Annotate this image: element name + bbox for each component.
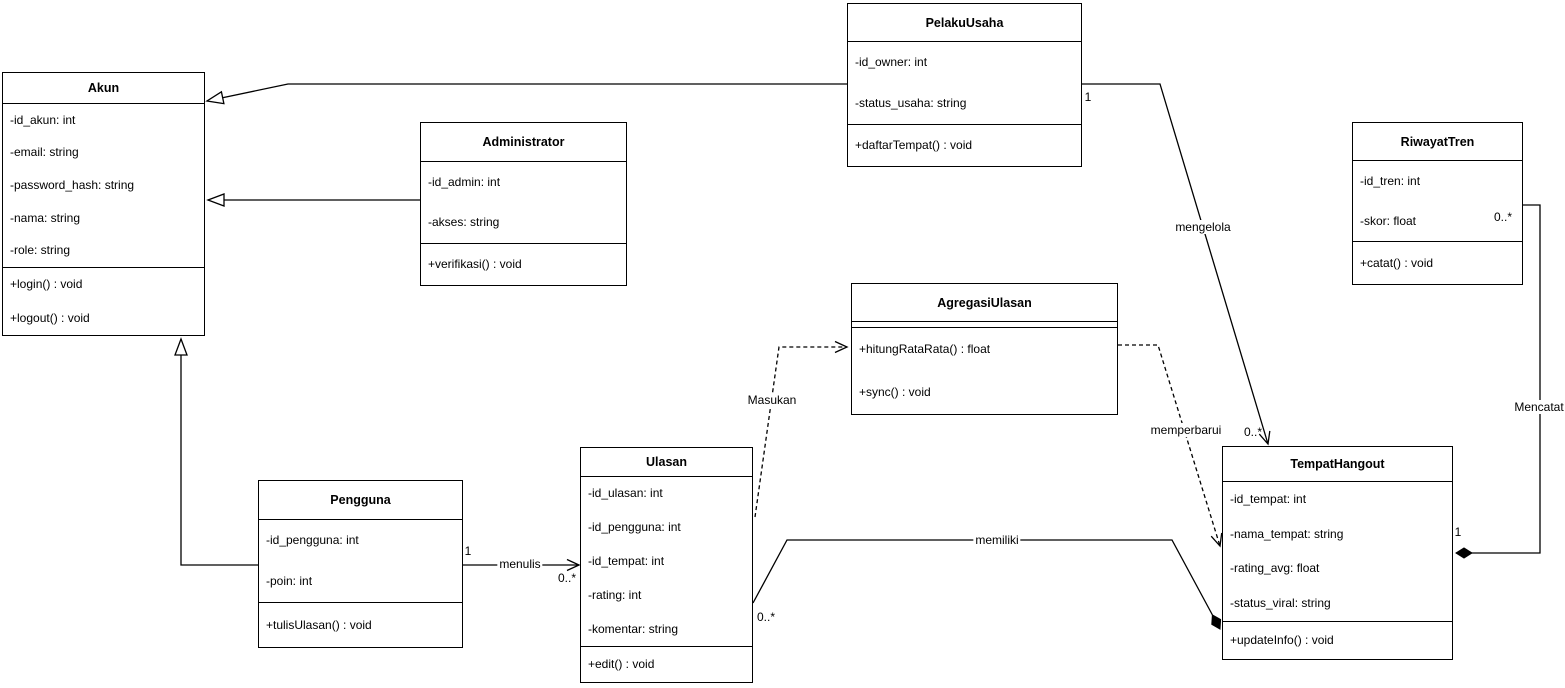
class-method: +daftarTempat() : void bbox=[855, 138, 973, 152]
attributes-compartment: -id_tren: int -skor: float bbox=[1353, 160, 1522, 241]
class-attribute: -rating: int bbox=[588, 587, 642, 602]
class-title: TempatHangout bbox=[1290, 457, 1385, 471]
class-attribute: -role: string bbox=[10, 243, 71, 258]
class-title: AgregasiUlasan bbox=[937, 295, 1032, 310]
class-attribute: -status_usaha: string bbox=[855, 96, 967, 110]
class-title: Akun bbox=[87, 81, 120, 95]
attributes-compartment-empty bbox=[852, 321, 1117, 327]
class-method: +sync() : void bbox=[859, 385, 931, 399]
class-administrator[interactable]: Administrator -id_admin: int -akses: str… bbox=[420, 122, 627, 286]
class-method: +edit() : void bbox=[588, 657, 655, 671]
methods-compartment: +catat() : void bbox=[1353, 241, 1522, 284]
edge-generalization-pelakuusaha-akun[interactable] bbox=[205, 83, 847, 105]
attributes-compartment: -id_admin: int -akses: string bbox=[421, 161, 626, 243]
class-method: +updateInfo() : void bbox=[1230, 633, 1334, 647]
class-akun[interactable]: Akun -id_akun: int -email: string -passw… bbox=[2, 72, 205, 336]
class-attribute: -email: string bbox=[10, 145, 79, 160]
class-title: RiwayatTren bbox=[1400, 134, 1475, 149]
class-attribute: -komentar: string bbox=[588, 621, 679, 636]
methods-compartment: +tulisUlasan() : void bbox=[259, 602, 462, 647]
class-method: +catat() : void bbox=[1360, 255, 1434, 270]
edge-generalization-pengguna-akun[interactable] bbox=[174, 337, 258, 566]
multiplicity-menulis-target: 0..* bbox=[557, 571, 577, 585]
attributes-compartment: -id_owner: int -status_usaha: string bbox=[848, 41, 1081, 124]
class-attribute: -id_admin: int bbox=[428, 174, 501, 189]
edge-dependency-masukan[interactable] bbox=[754, 340, 849, 518]
class-attribute: -id_akun: int bbox=[10, 112, 76, 127]
attributes-compartment: -id_akun: int -email: string -password_h… bbox=[3, 103, 204, 267]
methods-compartment: +hitungRataRata() : float +sync() : void bbox=[852, 327, 1117, 414]
multiplicity-menulis-source: 1 bbox=[464, 544, 472, 558]
edge-aggregation-mencatat[interactable] bbox=[1455, 204, 1541, 559]
class-title: Pengguna bbox=[330, 493, 391, 507]
multiplicity-mencatat-target: 1 bbox=[1454, 525, 1462, 539]
edge-label-masukan: Masukan bbox=[745, 393, 799, 407]
class-attribute: -akses: string bbox=[428, 215, 500, 230]
edge-label-mengelola: mengelola bbox=[1173, 220, 1233, 234]
class-pengguna[interactable]: Pengguna -id_pengguna: int -poin: int +t… bbox=[258, 480, 463, 648]
class-attribute: -id_tempat: int bbox=[588, 553, 665, 568]
class-pelakuusaha[interactable]: PelakuUsaha -id_owner: int -status_usaha… bbox=[847, 3, 1082, 167]
class-attribute: -skor: float bbox=[1360, 213, 1417, 228]
methods-compartment: +edit() : void bbox=[581, 646, 752, 682]
class-title: Ulasan bbox=[646, 455, 687, 469]
class-ulasan[interactable]: Ulasan -id_ulasan: int -id_pengguna: int… bbox=[580, 447, 753, 683]
class-attribute: -nama_tempat: string bbox=[1230, 526, 1344, 541]
edge-label-memiliki: memiliki bbox=[973, 533, 1021, 547]
methods-compartment: +verifikasi() : void bbox=[421, 243, 626, 285]
class-tempathangout[interactable]: TempatHangout -id_tempat: int -nama_temp… bbox=[1222, 446, 1453, 660]
edge-aggregation-memiliki[interactable] bbox=[752, 539, 1222, 630]
edge-label-memperbarui: memperbarui bbox=[1148, 423, 1224, 437]
attributes-compartment: -id_pengguna: int -poin: int bbox=[259, 519, 462, 602]
class-attribute: -id_pengguna: int bbox=[588, 520, 681, 535]
class-attribute: -id_tempat: int bbox=[1230, 491, 1307, 506]
class-attribute: -id_ulasan: int bbox=[588, 486, 663, 501]
class-method: +tulisUlasan() : void bbox=[266, 617, 372, 632]
class-riwayattren[interactable]: RiwayatTren -id_tren: int -skor: float +… bbox=[1352, 122, 1523, 285]
edge-label-mencatat: Mencatat bbox=[1512, 400, 1565, 414]
class-title: Administrator bbox=[482, 135, 565, 149]
methods-compartment: +updateInfo() : void bbox=[1223, 621, 1452, 659]
class-attribute: -status_viral: string bbox=[1230, 596, 1331, 611]
class-agregasiulasan[interactable]: AgregasiUlasan +hitungRataRata() : float… bbox=[851, 283, 1118, 415]
edge-label-menulis: menulis bbox=[497, 557, 543, 571]
class-attribute: -id_pengguna: int bbox=[266, 533, 359, 547]
class-attribute: -poin: int bbox=[266, 574, 313, 588]
multiplicity-mencatat-source: 0..* bbox=[1493, 210, 1513, 224]
multiplicity-memiliki-source: 0..* bbox=[756, 610, 776, 624]
class-method: +login() : void bbox=[10, 277, 83, 292]
class-method: +verifikasi() : void bbox=[428, 257, 522, 271]
class-attribute: -password_hash: string bbox=[10, 177, 135, 192]
methods-compartment: +daftarTempat() : void bbox=[848, 124, 1081, 166]
multiplicity-mengelola-target: 0..* bbox=[1243, 425, 1263, 439]
edge-association-mengelola[interactable] bbox=[1082, 83, 1271, 446]
class-method: +hitungRataRata() : float bbox=[859, 342, 991, 356]
edge-dependency-memperbarui[interactable] bbox=[1118, 344, 1223, 548]
class-attribute: -id_owner: int bbox=[855, 55, 928, 69]
class-attribute: -nama: string bbox=[10, 210, 81, 225]
methods-compartment: +login() : void +logout() : void bbox=[3, 267, 204, 335]
class-attribute: -id_tren: int bbox=[1360, 173, 1421, 188]
class-method: +logout() : void bbox=[10, 310, 90, 325]
attributes-compartment: -id_tempat: int -nama_tempat: string -ra… bbox=[1223, 481, 1452, 621]
class-title: PelakuUsaha bbox=[925, 15, 1004, 30]
class-attribute: -rating_avg: float bbox=[1230, 561, 1320, 576]
attributes-compartment: -id_ulasan: int -id_pengguna: int -id_te… bbox=[581, 476, 752, 646]
multiplicity-mengelola-source: 1 bbox=[1084, 90, 1092, 104]
